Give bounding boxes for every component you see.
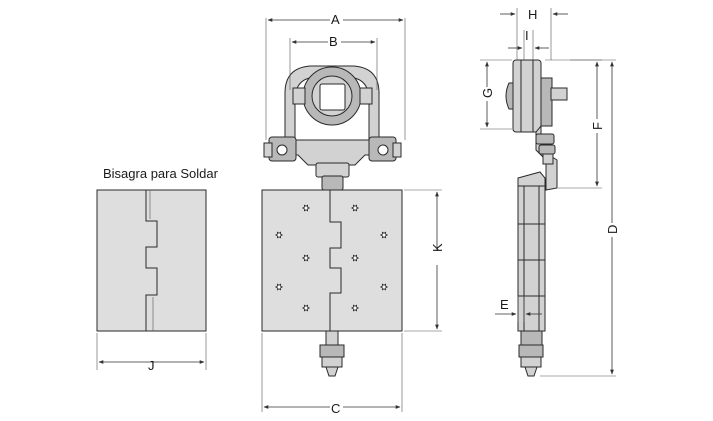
hinge-plate xyxy=(261,189,403,332)
side-wheel-assembly xyxy=(505,59,568,191)
dim-label-g: G xyxy=(480,88,495,98)
dim-label-h: H xyxy=(528,7,537,22)
dim-label-f: F xyxy=(590,122,605,130)
rivet-hole xyxy=(350,204,360,212)
dim-label-i: I xyxy=(525,28,529,43)
side-hinge-knuckles xyxy=(517,171,546,377)
dimension-a: A xyxy=(265,12,406,140)
side-view: H I G F D xyxy=(480,7,620,377)
dimension-h: H xyxy=(500,7,568,60)
dim-label-d: D xyxy=(605,225,620,234)
rivet-hole xyxy=(301,204,311,212)
rivet-hole xyxy=(379,231,389,239)
carrier-bracket xyxy=(263,136,402,191)
carrier-yoke xyxy=(284,65,380,144)
rivet-hole xyxy=(379,283,389,291)
dim-label-j: J xyxy=(148,358,155,373)
dimension-e: E xyxy=(495,296,542,322)
dim-label-a: A xyxy=(331,12,340,27)
rivet-holes xyxy=(274,204,389,312)
dimension-d: D xyxy=(540,59,620,377)
rivet-hole xyxy=(274,283,284,291)
bottom-bolt xyxy=(319,330,345,377)
rivet-hole xyxy=(350,254,360,262)
weld-hinge-body xyxy=(96,189,207,332)
dimension-i: I xyxy=(508,28,549,60)
dimension-g: G xyxy=(480,59,512,130)
dimension-b: B xyxy=(289,34,378,90)
dimension-k: K xyxy=(404,189,445,332)
rivet-hole xyxy=(350,304,360,312)
rivet-hole xyxy=(301,254,311,262)
dim-label-e: E xyxy=(500,297,509,312)
weld-hinge-caption: Bisagra para Soldar xyxy=(103,166,219,181)
dim-label-c: C xyxy=(331,401,340,416)
dimension-j: J xyxy=(96,333,207,373)
dimension-c: C xyxy=(261,333,403,416)
dim-label-b: B xyxy=(329,34,338,49)
dim-label-k: K xyxy=(430,243,445,252)
rivet-hole xyxy=(274,231,284,239)
weld-hinge-view: Bisagra para Soldar J xyxy=(96,166,219,373)
front-view: A B C K xyxy=(261,12,445,416)
rivet-hole xyxy=(301,304,311,312)
